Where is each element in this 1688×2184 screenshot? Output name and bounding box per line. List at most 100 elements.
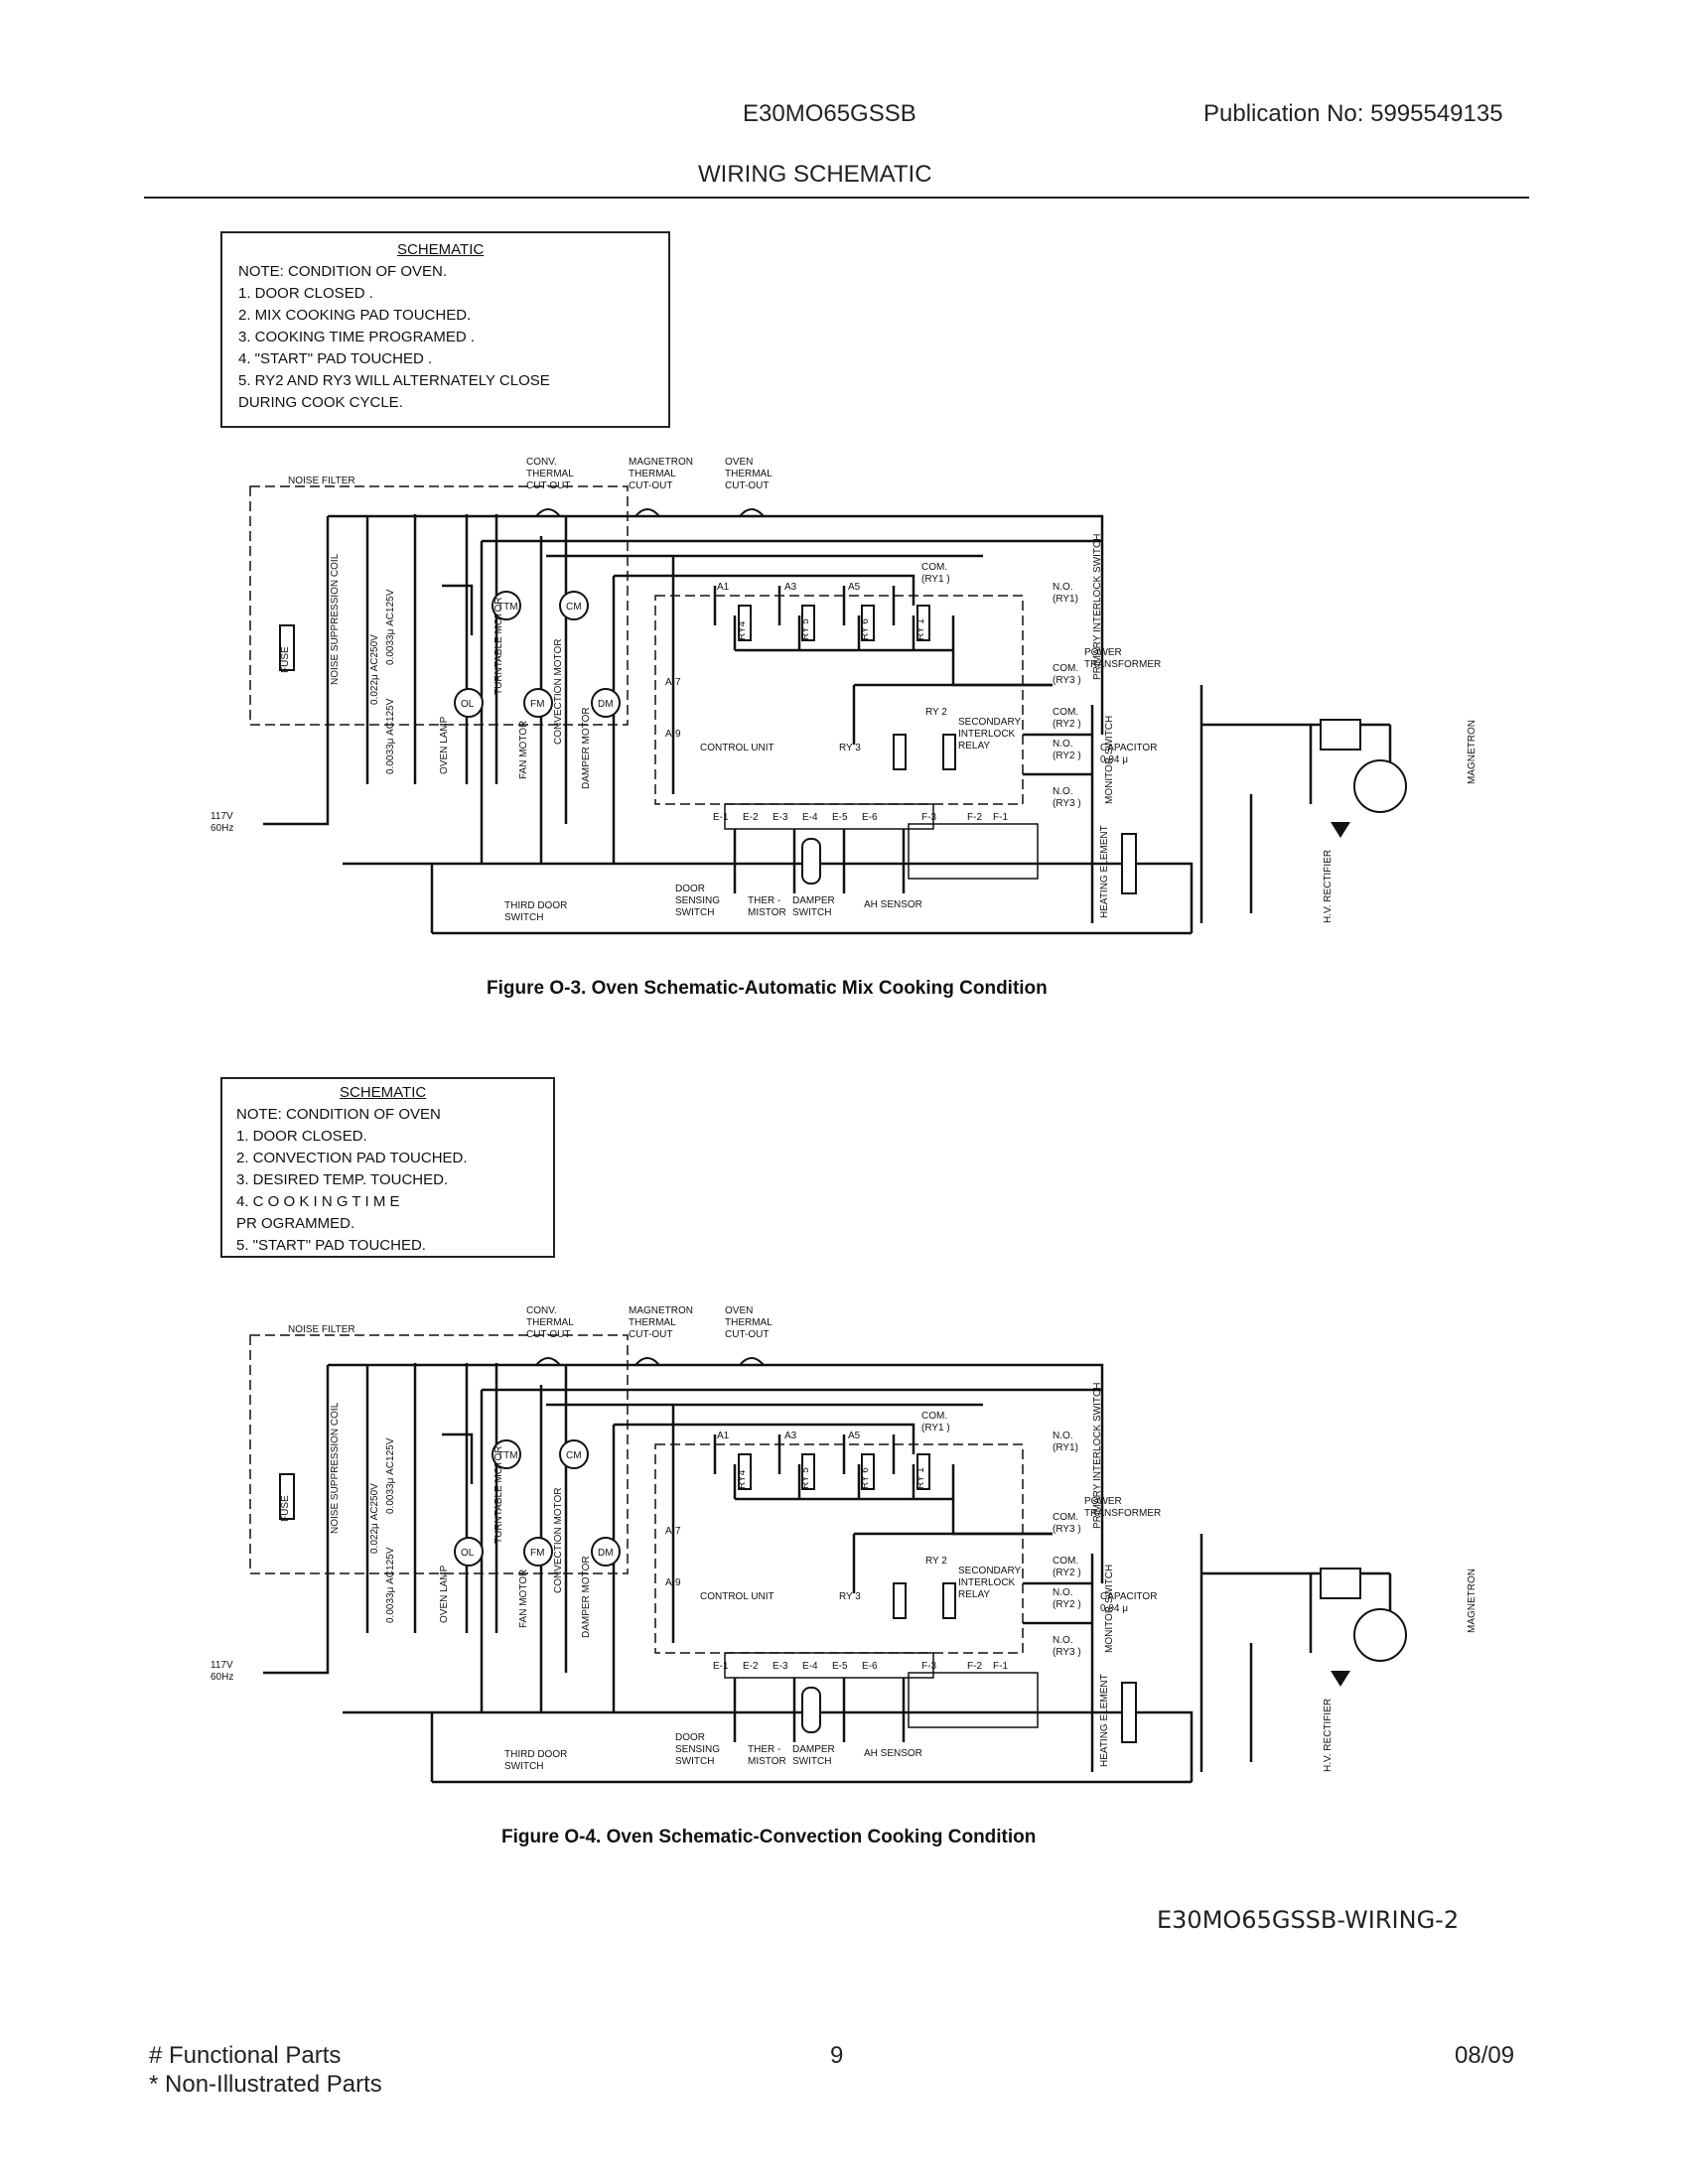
svg-text:MISTOR: MISTOR — [748, 907, 786, 918]
svg-text:0.0033μ AC125V: 0.0033μ AC125V — [385, 1437, 396, 1514]
svg-text:COM.: COM. — [1053, 663, 1078, 674]
svg-text:RY 6: RY 6 — [860, 1467, 871, 1489]
control-unit-label: CONTROL UNIT — [700, 743, 774, 753]
page-title: WIRING SCHEMATIC — [698, 161, 932, 188]
svg-text:A-7: A-7 — [665, 677, 681, 688]
svg-text:(RY3 ): (RY3 ) — [1053, 798, 1081, 809]
svg-text:INTERLOCK: INTERLOCK — [958, 729, 1016, 740]
svg-text:RY 1: RY 1 — [915, 1467, 926, 1489]
svg-text:0.94 μ: 0.94 μ — [1100, 1603, 1128, 1614]
svg-text:0.94 μ: 0.94 μ — [1100, 754, 1128, 765]
svg-text:SWITCH: SWITCH — [675, 907, 714, 918]
svg-text:0.022μ AC250V: 0.022μ AC250V — [369, 1483, 380, 1554]
svg-text:RELAY: RELAY — [958, 1589, 990, 1600]
svg-text:(RY2 ): (RY2 ) — [1053, 1599, 1081, 1610]
svg-text:E-1: E-1 — [713, 1661, 729, 1672]
svg-text:DAMPER: DAMPER — [792, 1744, 835, 1755]
svg-text:DOOR: DOOR — [675, 1732, 705, 1743]
svg-text:OL: OL — [461, 699, 475, 710]
ol-lamp-symbol — [454, 688, 484, 718]
svg-text:0.0033μ AC125V: 0.0033μ AC125V — [385, 1547, 396, 1623]
svg-text:A-7: A-7 — [665, 1526, 681, 1537]
svg-text:OVEN LAMP: OVEN LAMP — [439, 716, 450, 774]
svg-text:0.022μ AC250V: 0.022μ AC250V — [369, 634, 380, 705]
svg-text:SWITCH: SWITCH — [792, 907, 831, 918]
svg-text:0.0033μ AC125V: 0.0033μ AC125V — [385, 698, 396, 774]
note-line: 2. CONVECTION PAD TOUCHED. — [236, 1150, 468, 1166]
svg-text:RY 5: RY 5 — [800, 1467, 811, 1489]
thermistor-symbol — [801, 838, 821, 885]
svg-text:CUT-OUT: CUT-OUT — [526, 480, 570, 491]
svg-text:N.O.: N.O. — [1053, 1587, 1073, 1598]
svg-text:OVEN: OVEN — [725, 457, 753, 468]
svg-text:H.V. RECTIFIER: H.V. RECTIFIER — [1323, 850, 1334, 923]
svg-text:AH SENSOR: AH SENSOR — [864, 899, 922, 910]
svg-text:F-2: F-2 — [967, 1661, 982, 1672]
svg-text:HEATING ELEMENT: HEATING ELEMENT — [1099, 825, 1110, 918]
note-line: NOTE: CONDITION OF OVEN — [236, 1106, 441, 1123]
svg-text:E-5: E-5 — [832, 812, 848, 823]
svg-text:A3: A3 — [784, 1431, 797, 1441]
note-line: 3. COOKING TIME PROGRAMED . — [238, 329, 476, 345]
footer-functional-parts: # Functional Parts — [149, 2042, 342, 2069]
svg-text:OL: OL — [461, 1548, 475, 1559]
svg-text:COM.: COM. — [921, 562, 947, 573]
svg-text:CONVECTION MOTOR: CONVECTION MOTOR — [553, 639, 564, 745]
svg-text:(RY3 ): (RY3 ) — [1053, 1524, 1081, 1535]
svg-text:(RY1 ): (RY1 ) — [921, 574, 950, 585]
svg-text:FM: FM — [530, 699, 544, 710]
note-line: DURING COOK CYCLE. — [238, 394, 403, 411]
svg-text:MAGNETRON: MAGNETRON — [1467, 720, 1477, 784]
svg-text:RY4: RY4 — [737, 1469, 748, 1489]
svg-text:117V: 117V — [211, 1660, 233, 1671]
svg-text:117V: 117V — [211, 811, 233, 822]
svg-text:SWITCH: SWITCH — [792, 1756, 831, 1767]
svg-text:A-9: A-9 — [665, 1577, 681, 1588]
svg-text:CAPACITOR: CAPACITOR — [1100, 1591, 1157, 1602]
svg-text:DM: DM — [598, 699, 614, 710]
schematic-note-box-1: SCHEMATIC NOTE: CONDITION OF OVEN. 1. DO… — [220, 231, 670, 428]
svg-text:CONV.: CONV. — [526, 457, 557, 468]
header-rule — [144, 197, 1529, 199]
svg-text:E-2: E-2 — [743, 812, 759, 823]
svg-text:(RY1): (RY1) — [1053, 594, 1078, 605]
document-id: E30MO65GSSB-WIRING-2 — [1157, 1906, 1460, 1934]
svg-text:N.O.: N.O. — [1053, 1635, 1073, 1646]
svg-text:CM: CM — [566, 1450, 582, 1461]
svg-text:RY 3: RY 3 — [839, 743, 861, 753]
svg-text:TTM: TTM — [497, 1450, 518, 1461]
svg-text:N.O.: N.O. — [1053, 1431, 1073, 1441]
conv-cutout-symbol — [535, 508, 561, 517]
svg-text:RY 1: RY 1 — [915, 618, 926, 640]
svg-text:MAGNETRON: MAGNETRON — [1467, 1569, 1477, 1633]
svg-text:60Hz: 60Hz — [211, 1672, 233, 1683]
svg-text:COM.: COM. — [921, 1411, 947, 1422]
svg-text:PRIMARY INTERLOCK SWITCH: PRIMARY INTERLOCK SWITCH — [1092, 534, 1103, 680]
svg-text:A1: A1 — [717, 582, 730, 593]
svg-text:FUSE: FUSE — [280, 1495, 291, 1522]
svg-text:SENSING: SENSING — [675, 895, 720, 906]
svg-text:E-5: E-5 — [832, 1661, 848, 1672]
svg-text:DAMPER: DAMPER — [792, 895, 835, 906]
svg-text:NOISE FILTER: NOISE FILTER — [288, 1324, 355, 1335]
svg-text:SECONDARY: SECONDARY — [958, 717, 1021, 728]
svg-text:(RY3 ): (RY3 ) — [1053, 1647, 1081, 1658]
svg-text:CUT-OUT: CUT-OUT — [725, 480, 769, 491]
svg-text:THER -: THER - — [748, 1744, 780, 1755]
svg-text:DAMPER MOTOR: DAMPER MOTOR — [581, 707, 592, 789]
svg-text:TURNTABLE MOTOR: TURNTABLE MOTOR — [493, 597, 504, 695]
svg-text:A1: A1 — [717, 1431, 730, 1441]
svg-text:E-3: E-3 — [773, 1661, 788, 1672]
svg-text:A5: A5 — [848, 582, 861, 593]
svg-text:MAGNETRON: MAGNETRON — [629, 457, 693, 468]
svg-text:F-3: F-3 — [921, 1661, 936, 1672]
control-unit-box — [654, 595, 1024, 805]
note-line: NOTE: CONDITION OF OVEN. — [238, 263, 448, 280]
svg-text:RY 5: RY 5 — [800, 618, 811, 640]
svg-text:CM: CM — [566, 602, 582, 613]
svg-text:MONITOR SWITCH: MONITOR SWITCH — [1104, 1565, 1115, 1653]
page-number: 9 — [830, 2042, 844, 2069]
publication-number: Publication No: 5995549135 — [1203, 100, 1503, 127]
svg-text:(RY2 ): (RY2 ) — [1053, 719, 1081, 730]
svg-text:TRANSFORMER: TRANSFORMER — [1084, 1508, 1161, 1519]
